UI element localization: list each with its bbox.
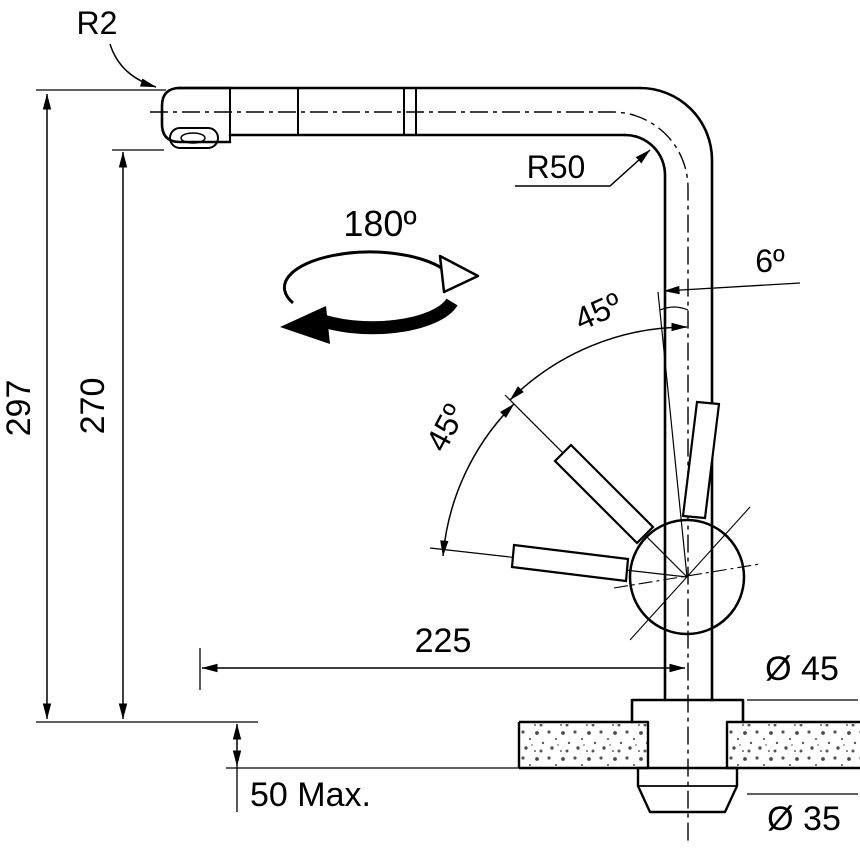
tilt-arc [659, 306, 689, 311]
swivel-arc-top [282, 250, 448, 305]
aerator-detail [180, 132, 206, 144]
lever-position-up [681, 400, 721, 520]
valve-cross-line [629, 506, 751, 641]
leader-r2 [109, 43, 157, 88]
dim-225: 225 [415, 622, 472, 660]
label-lever-45-upper: 45º [569, 285, 627, 337]
label-lever-45-lower: 45º [419, 398, 473, 457]
label-radius-r50: R50 [527, 149, 586, 185]
swivel-arrow-left-icon [280, 306, 330, 344]
spray-head [160, 86, 232, 144]
swivel-symbol [280, 250, 480, 344]
counter-stipple-right [727, 724, 860, 766]
lever-position-horizontal [510, 543, 630, 583]
swivel-arrow-right-icon [438, 254, 480, 294]
label-radius-r2: R2 [77, 5, 118, 41]
dim-297: 297 [0, 380, 38, 437]
arc-45-lower [440, 403, 515, 557]
label-tilt-6: 6º [755, 243, 785, 279]
faucet-outline [160, 86, 745, 814]
guide-vertical-tilted [657, 291, 688, 578]
valve-and-lever [429, 282, 801, 641]
dim-270: 270 [74, 378, 112, 435]
swivel-arc-bottom [312, 298, 458, 335]
dim-dia-45: Ø 45 [765, 650, 839, 688]
lever-position-45 [553, 443, 655, 545]
riser-outer-edge [638, 86, 714, 702]
shank [646, 720, 729, 770]
dim-50-max: 50 Max. [250, 776, 371, 814]
aerator-outline [169, 127, 219, 149]
leader-r50 [515, 149, 651, 187]
label-swivel-180: 180º [343, 203, 416, 244]
tilt-leader [663, 282, 801, 295]
valve-body-circle [628, 518, 746, 636]
countertop-section [517, 720, 860, 770]
centerline [150, 111, 689, 845]
riser-inner-edge [623, 133, 667, 702]
arc-45-upper [509, 322, 688, 401]
dim-dia-35: Ø 35 [767, 800, 841, 838]
dimension-lines [36, 43, 858, 812]
counter-stipple-left [519, 724, 648, 766]
